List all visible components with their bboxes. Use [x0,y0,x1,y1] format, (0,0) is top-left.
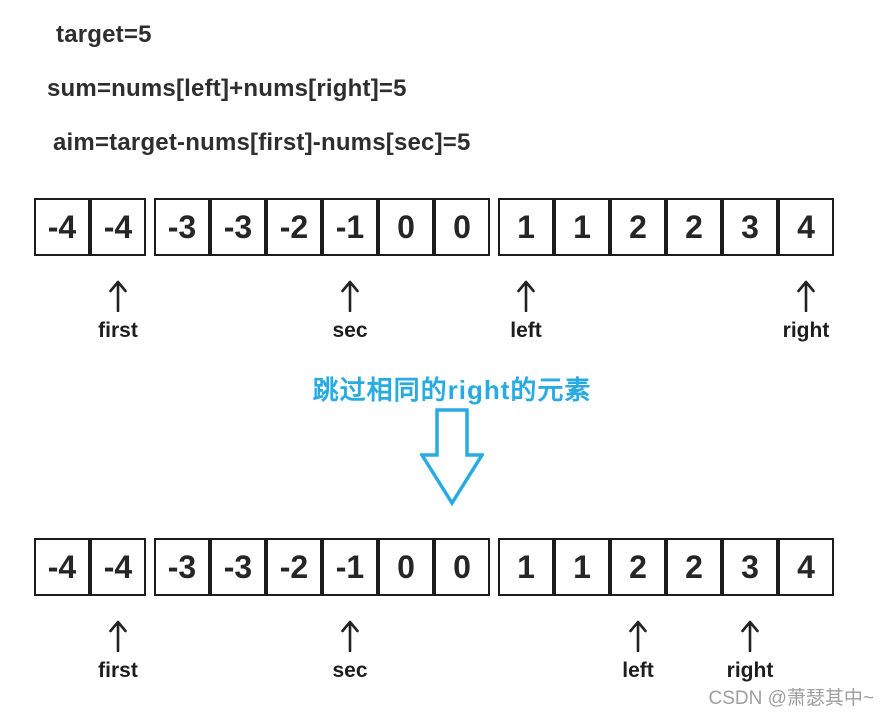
array-cell: 2 [666,198,722,256]
csdn-watermark: CSDN @萧瑟其中~ [708,688,875,709]
array-cell: -4 [90,198,146,256]
array-cell: 1 [498,198,554,256]
up-arrow-icon [109,620,127,653]
array-cell: 4 [778,538,834,596]
array-cell: 2 [610,198,666,256]
pointer-right: right [766,278,846,342]
pointer-label: right [726,659,774,682]
up-arrow-icon [341,280,359,313]
array-cell: 1 [498,538,554,596]
pointer-right: right [710,618,790,682]
array-cell: -4 [34,198,90,256]
array-cell: -3 [154,538,210,596]
up-arrow-icon [797,280,815,313]
pointer-label: left [622,659,654,682]
array-cell: -1 [322,198,378,256]
pointer-label: first [98,659,138,682]
array-cell: 0 [434,198,490,256]
pointer-label: right [782,319,830,342]
array-cell: 0 [378,538,434,596]
pointer-label: sec [332,319,368,342]
up-arrow-icon [109,280,127,313]
pointer-sec: sec [310,618,390,682]
array-cell: -4 [34,538,90,596]
pointer-row-before: first sec left right [34,278,834,370]
pointer-label: sec [332,659,368,682]
array-cell: -2 [266,538,322,596]
array-cell: 0 [378,198,434,256]
array-cell: 2 [666,538,722,596]
up-arrow-icon [517,280,535,313]
pointer-row-after: first sec left right [34,618,834,710]
array-cell: -1 [322,538,378,596]
formula-sum: sum=nums[left]+nums[right]=5 [47,75,407,102]
pointer-first: first [78,278,158,342]
pointer-left: left [598,618,678,682]
array-cell: 3 [722,538,778,596]
array-cell: 4 [778,198,834,256]
array-cell: 0 [434,538,490,596]
array-cell: -2 [266,198,322,256]
array-cell: 1 [554,538,610,596]
array-cell: 3 [722,198,778,256]
pointer-label: first [98,319,138,342]
pointer-first: first [78,618,158,682]
up-arrow-icon [341,620,359,653]
pointer-sec: sec [310,278,390,342]
formula-target: target=5 [56,21,152,48]
pointer-left: left [486,278,566,342]
array-cell: -4 [90,538,146,596]
array-cell: 1 [554,198,610,256]
array-cell: 2 [610,538,666,596]
pointer-label: left [510,319,542,342]
array-cell: -3 [154,198,210,256]
skip-duplicates-annotation: 跳过相同的right的元素 [312,375,592,405]
array-cell: -3 [210,198,266,256]
up-arrow-icon [741,620,759,653]
formula-aim: aim=target-nums[first]-nums[sec]=5 [53,129,471,156]
down-arrow-icon [420,408,484,506]
array-cell: -3 [210,538,266,596]
up-arrow-icon [629,620,647,653]
